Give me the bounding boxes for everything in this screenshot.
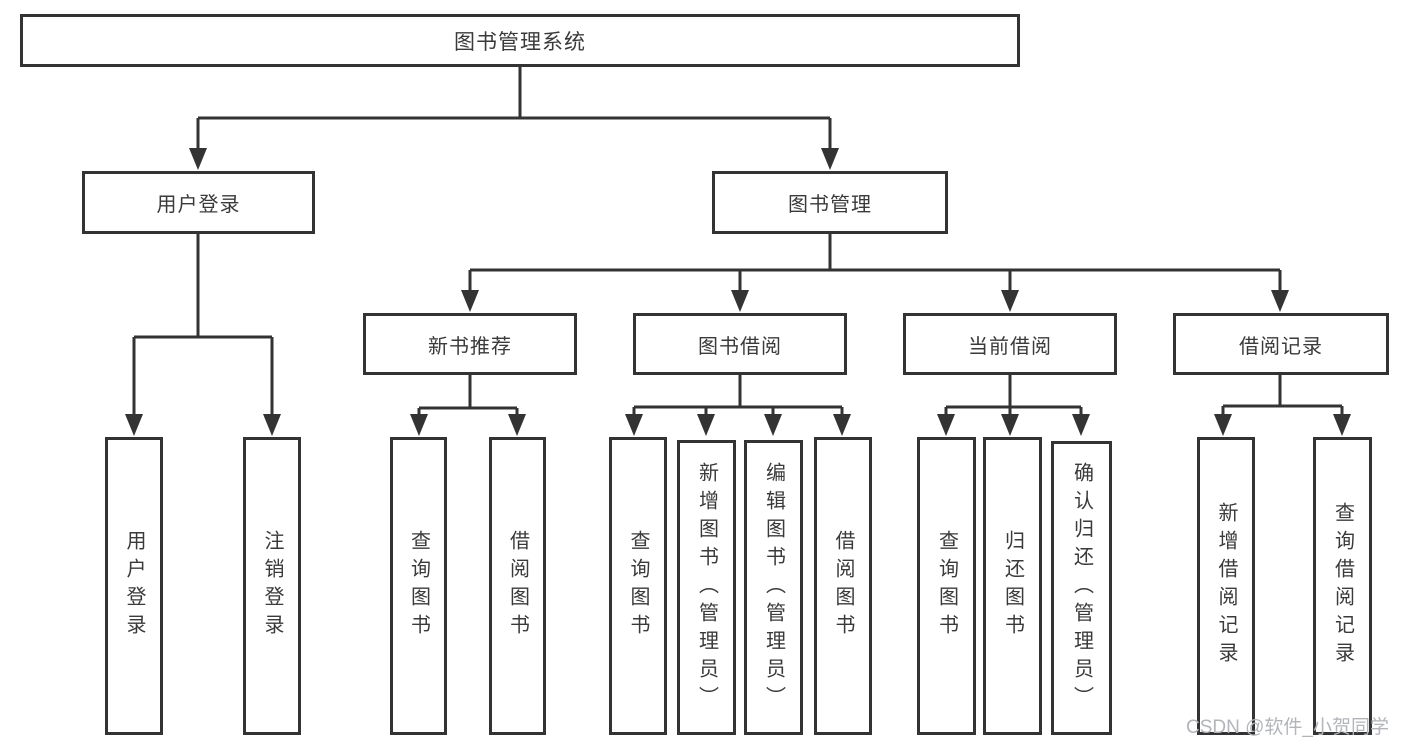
leaf-logout-label: 注销登录 xyxy=(261,530,283,642)
csdn-watermark: CSDN @软件_小贺同学 xyxy=(1186,717,1389,738)
node-book-borrow-label: 图书借阅 xyxy=(698,335,782,358)
leaf-borrow-books-recommend: 借阅图书 xyxy=(489,437,546,735)
leaf-user-login-label: 用户登录 xyxy=(123,530,145,642)
node-book-management-label: 图书管理 xyxy=(788,194,872,216)
node-user-login: 用户登录 xyxy=(82,171,315,234)
leaf-borrow-books-recommend-label: 借阅图书 xyxy=(506,530,529,642)
node-new-book-recommend-label: 新书推荐 xyxy=(428,335,512,358)
leaf-query-books-recommend: 查询图书 xyxy=(390,437,447,735)
node-book-borrow: 图书借阅 xyxy=(633,313,847,375)
node-root-system: 图书管理系统 xyxy=(20,14,1020,67)
node-current-borrow-label: 当前借阅 xyxy=(968,335,1052,358)
leaf-return-book: 归还图书 xyxy=(983,437,1042,735)
node-new-book-recommend: 新书推荐 xyxy=(363,313,577,375)
leaf-user-login: 用户登录 xyxy=(105,437,163,735)
leaf-edit-book-admin: 编辑图书（管理员） xyxy=(744,440,803,735)
leaf-add-book-admin-label: 新增图书（管理员） xyxy=(695,461,718,714)
node-borrow-records: 借阅记录 xyxy=(1173,313,1389,375)
leaf-borrow-books-label: 借阅图书 xyxy=(832,530,854,642)
leaf-query-books-current: 查询图书 xyxy=(917,437,976,735)
leaf-query-books-current-label: 查询图书 xyxy=(935,530,958,642)
node-borrow-records-label: 借阅记录 xyxy=(1239,335,1323,358)
leaf-query-books-borrow-label: 查询图书 xyxy=(627,530,649,642)
node-root-system-label: 图书管理系统 xyxy=(454,30,586,54)
leaf-add-book-admin: 新增图书（管理员） xyxy=(677,440,736,735)
leaf-add-borrow-record-label: 新增借阅记录 xyxy=(1215,502,1237,670)
leaf-confirm-return-admin-label: 确认归还（管理员） xyxy=(1070,462,1093,714)
leaf-edit-book-admin-label: 编辑图书（管理员） xyxy=(762,461,785,714)
node-book-management: 图书管理 xyxy=(712,171,948,234)
leaf-add-borrow-record: 新增借阅记录 xyxy=(1197,437,1255,735)
leaf-borrow-books: 借阅图书 xyxy=(814,437,872,735)
leaf-confirm-return-admin: 确认归还（管理员） xyxy=(1051,441,1112,735)
leaf-return-book-label: 归还图书 xyxy=(1001,530,1024,642)
leaf-logout: 注销登录 xyxy=(243,437,301,735)
node-user-login-label: 用户登录 xyxy=(156,194,241,216)
leaf-query-books-recommend-label: 查询图书 xyxy=(407,530,430,642)
leaf-query-books-borrow: 查询图书 xyxy=(609,437,667,735)
leaf-query-borrow-record: 查询借阅记录 xyxy=(1313,437,1372,735)
leaf-query-borrow-record-label: 查询借阅记录 xyxy=(1331,502,1354,670)
node-current-borrow: 当前借阅 xyxy=(903,313,1117,375)
